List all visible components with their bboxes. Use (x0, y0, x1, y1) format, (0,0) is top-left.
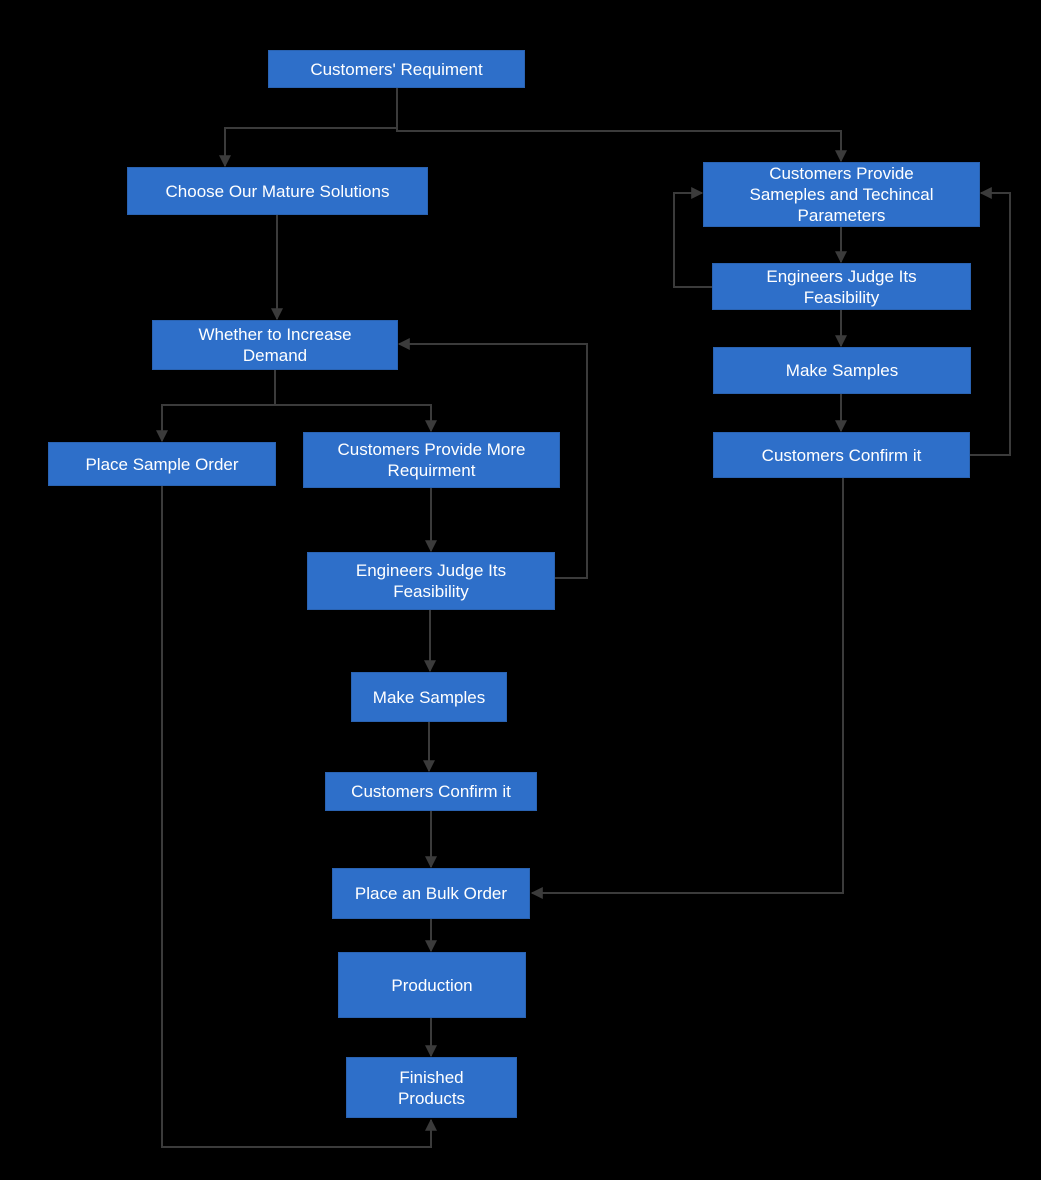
connector-engineers-feedback-to-whether (397, 338, 588, 579)
connector-confirm-right-to-bulk-order (530, 478, 844, 899)
node-place-sample-order: Place Sample Order (48, 442, 276, 486)
node-finished-products: Finished Products (346, 1057, 517, 1118)
connector-whether-to-sample-order (156, 370, 276, 443)
connector-requirement-to-choose (219, 88, 398, 168)
connector-engineers-right-feedback (673, 187, 712, 288)
node-customers-confirm-left: Customers Confirm it (325, 772, 537, 811)
node-customers-provide-samples-parameters: Customers Provide Sameples and Techincal… (703, 162, 980, 227)
node-customers-confirm-right: Customers Confirm it (713, 432, 970, 478)
connector-requirement-to-provide-samples (396, 88, 847, 163)
node-engineers-judge-feasibility-right: Engineers Judge Its Feasibility (712, 263, 971, 310)
connector-whether-to-more-requirement (275, 404, 437, 433)
node-place-an-bulk-order: Place an Bulk Order (332, 868, 530, 919)
node-choose-our-mature-solutions: Choose Our Mature Solutions (127, 167, 428, 215)
node-whether-to-increase-demand: Whether to Increase Demand (152, 320, 398, 370)
node-engineers-judge-feasibility-left: Engineers Judge Its Feasibility (307, 552, 555, 610)
connector-sample-order-to-finished (161, 486, 437, 1148)
connector-confirm-right-feedback (970, 187, 1011, 456)
node-make-samples-left: Make Samples (351, 672, 507, 722)
node-make-samples-right: Make Samples (713, 347, 971, 394)
node-customers-requirement: Customers' Requiment (268, 50, 525, 88)
node-production: Production (338, 952, 526, 1018)
node-customers-provide-more-requirement: Customers Provide More Requirment (303, 432, 560, 488)
